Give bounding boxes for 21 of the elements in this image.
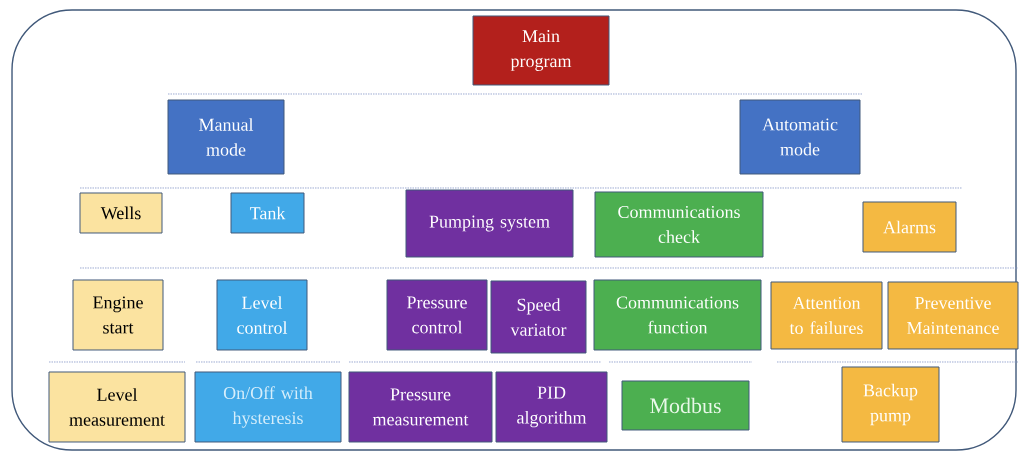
process-box: Speed variator [490, 280, 587, 354]
process-box: Alarms [862, 201, 957, 253]
process-box: Pressure measurement [348, 371, 493, 443]
process-box: Manual mode [167, 99, 285, 175]
process-box: Tank [230, 192, 305, 234]
process-box: Backup pump [841, 366, 940, 443]
process-box: PID algorithm [495, 371, 608, 443]
process-box: Level control [216, 279, 308, 351]
process-box: Automatic mode [739, 99, 861, 175]
process-box: Level measurement [48, 371, 186, 443]
process-box: Preventive Maintenance [887, 281, 1019, 350]
process-box: Pressure control [386, 279, 488, 351]
process-box: Modbus [621, 380, 750, 431]
process-box: On/Off with hysteresis [194, 371, 342, 443]
process-box: Pumping system [405, 189, 574, 258]
process-box: Attention to failures [770, 281, 883, 350]
process-box: Communications function [593, 279, 762, 351]
process-box: Communications check [594, 191, 764, 258]
process-box: Wells [79, 192, 163, 234]
process-box: Main program [472, 15, 610, 86]
process-box: Engine start [72, 279, 164, 351]
